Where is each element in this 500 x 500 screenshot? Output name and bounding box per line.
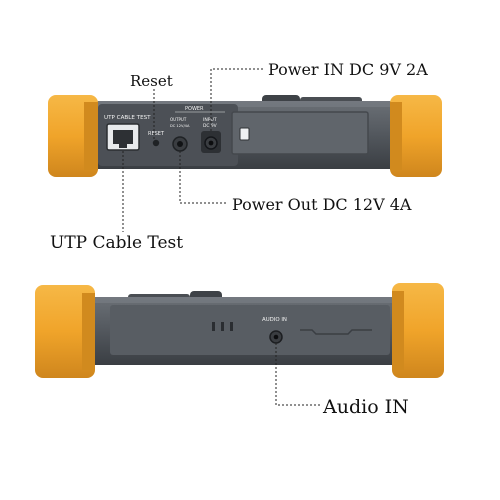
device-bottom-view: AUDIO IN [35,283,444,378]
battery-cover [231,111,369,155]
callout-power-out: Power Out DC 12V 4A [232,195,412,214]
device-label-reset: RESET [148,131,165,137]
bumper-right-bottom [392,283,444,378]
leader-power-out [179,151,228,204]
vent-slot [212,322,215,331]
reset-hole [152,139,160,147]
device-label-input-spec: DC 9V [203,123,217,129]
device-top-view: UTP CABLE TEST RESET POWER OUTPUT DC 12V… [48,95,442,177]
device-label-input: INPUT [203,117,217,123]
vent-slot [230,322,233,331]
callout-audio-in: Audio IN [323,396,409,418]
device-label-output-spec: DC 12V/4A [170,124,190,128]
bumper-left-bottom [35,285,95,378]
callout-reset: Reset [130,72,173,90]
vent-slot [221,322,224,331]
callout-utp-cable-test: UTP Cable Test [50,233,184,253]
device-label-audio: AUDIO IN [262,317,287,323]
device-label-output: OUTPUT [170,117,187,122]
callout-leaders [122,68,320,406]
leader-audio-in [275,343,320,406]
callout-power-in: Power IN DC 9V 2A [268,60,428,79]
device-label-power: POWER [185,106,204,112]
leader-power-in [210,68,265,131]
bumper-right-top [390,95,442,177]
device-label-utp: UTP CABLE TEST [104,115,151,121]
